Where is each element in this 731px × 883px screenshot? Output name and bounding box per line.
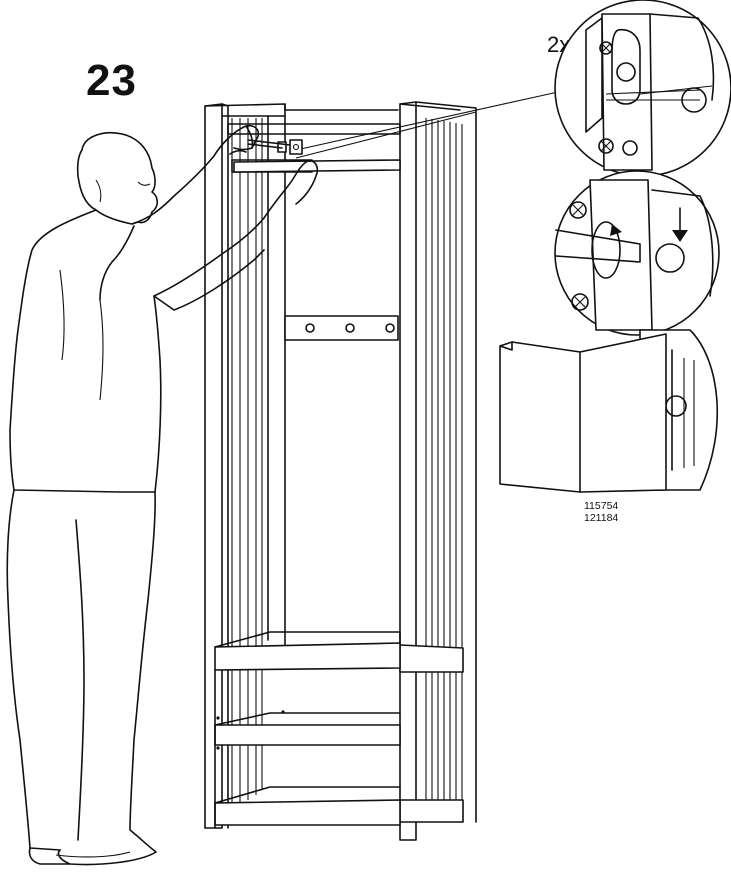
wardrobe-frame: [204, 101, 477, 841]
screw-icon: [569, 201, 587, 219]
screwdriver-icon: [247, 139, 291, 146]
shelf: [214, 724, 401, 746]
rotation-arrow-icon: [591, 221, 621, 279]
detail-circle-middle: [554, 170, 720, 336]
pin-icon: [655, 243, 685, 273]
screw-icon: [599, 41, 613, 55]
hook-icon: [305, 323, 315, 333]
detail-circle-top: [554, 0, 731, 177]
hook-icon: [345, 323, 355, 333]
shelf: [214, 642, 401, 671]
person-figure: [6, 124, 319, 866]
bracket-icon: [589, 179, 653, 331]
part-number-115754: 115754: [584, 500, 619, 512]
step-number: 23: [86, 56, 137, 105]
part-number-121184: 121184: [584, 512, 619, 524]
shelf: [214, 799, 401, 826]
bracket-icon: [289, 139, 303, 155]
screw-icon: [598, 138, 614, 154]
hook-icon: [385, 323, 395, 333]
screw-icon: [571, 293, 589, 311]
square-block-icon: [499, 333, 667, 493]
detail-circle-bottom: [499, 329, 719, 493]
callout-lines: [295, 91, 559, 159]
hook-rail: [284, 315, 399, 341]
